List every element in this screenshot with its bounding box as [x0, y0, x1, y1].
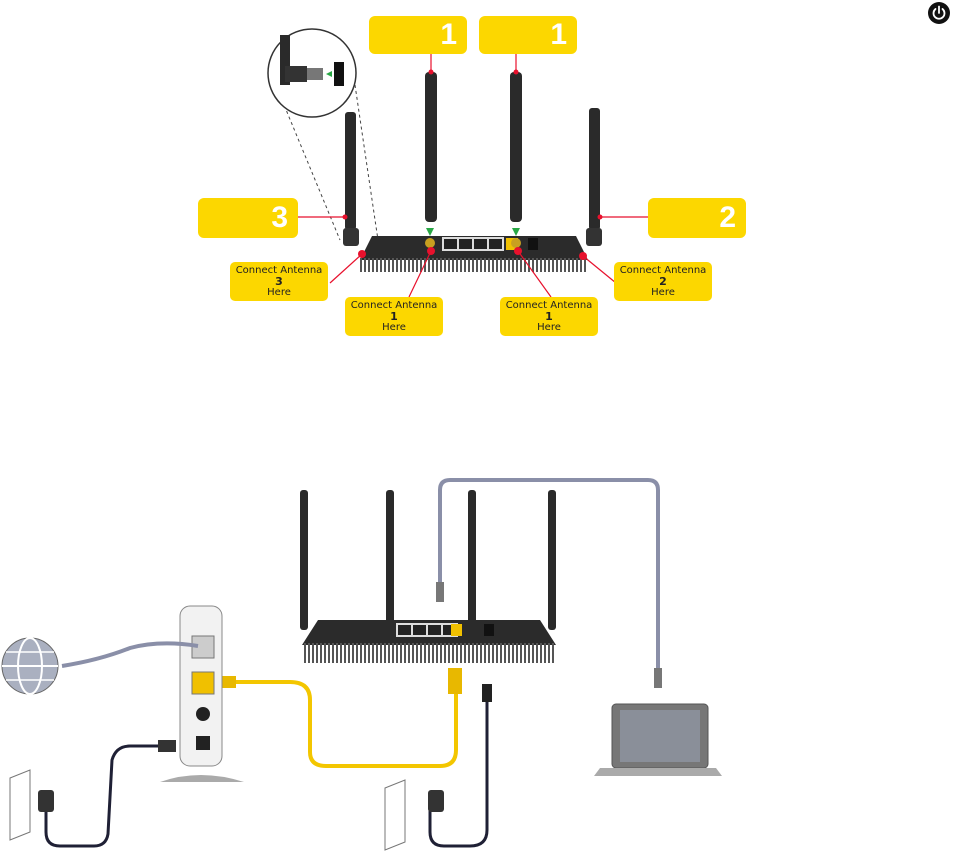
- router-icon: [302, 620, 556, 663]
- callout-antenna-3: 3: [198, 198, 298, 238]
- callout-antenna-1-right: 1: [479, 16, 577, 54]
- label-connect-antenna-1-right: Connect Antenna 1 Here: [500, 297, 598, 336]
- bottom-antennas: [300, 490, 556, 630]
- callout-antenna-2: 2: [648, 198, 746, 238]
- modem-icon: [160, 606, 244, 782]
- modem-power-cable: [46, 746, 160, 846]
- laptop-icon: [594, 704, 722, 776]
- top-antennas: [343, 72, 602, 246]
- router-power-cable: [430, 700, 487, 846]
- label-number: 1: [345, 311, 443, 322]
- label-text: Here: [500, 322, 598, 333]
- red-markers: [343, 70, 603, 261]
- ethernet-cable-yellow: [234, 682, 456, 766]
- label-connect-antenna-1-left: Connect Antenna 1 Here: [345, 297, 443, 336]
- label-connect-antenna-3: Connect Antenna 3 Here: [230, 262, 328, 301]
- internet-globe-icon: [2, 638, 58, 694]
- label-text: Here: [345, 322, 443, 333]
- power-icon[interactable]: [928, 2, 950, 24]
- label-number: 2: [614, 276, 712, 287]
- power-adapter-icon: [38, 790, 54, 812]
- label-number: 3: [230, 276, 328, 287]
- label-number: 1: [500, 311, 598, 322]
- label-connect-antenna-2: Connect Antenna 2 Here: [614, 262, 712, 301]
- label-text: Here: [230, 287, 328, 298]
- internet-cable: [62, 643, 198, 666]
- router-rear-panel: [360, 228, 588, 272]
- callout-antenna-1-left: 1: [369, 16, 467, 54]
- power-symbol: [928, 2, 950, 24]
- label-text: Here: [614, 287, 712, 298]
